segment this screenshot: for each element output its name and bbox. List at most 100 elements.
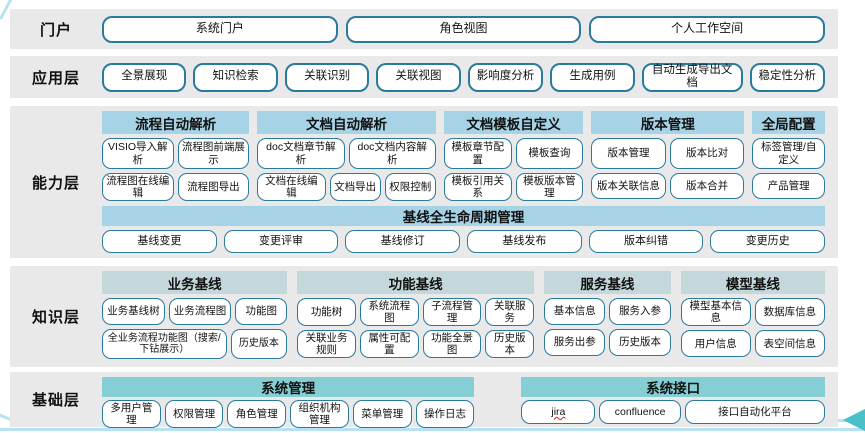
- jira-label: jira: [551, 405, 566, 418]
- layer-label-foundation: 基础层: [31, 392, 80, 409]
- application-buttons: 全景展现 知识检索 关联识别 关联视图 影响度分析 生成用例 自动生成导出文档 …: [102, 56, 838, 98]
- btn-version-compare[interactable]: 版本比对: [669, 138, 745, 169]
- btn-permission-mgmt[interactable]: 权限管理: [164, 400, 224, 429]
- btn-history-version[interactable]: 历史版本: [609, 329, 671, 356]
- group-system-interface: 系统接口 jira confluence 接口自动化平台: [521, 377, 825, 424]
- btn-multi-user-mgmt[interactable]: 多用户管理: [102, 400, 161, 429]
- btn-model-basic-info[interactable]: 模型基本信息: [680, 298, 751, 327]
- btn-template-chapter-config[interactable]: 模板章节配置: [443, 138, 512, 169]
- btn-jira[interactable]: jira: [521, 400, 596, 424]
- btn-relation-identify[interactable]: 关联识别: [284, 62, 370, 92]
- btn-system-portal[interactable]: 系统门户: [102, 15, 338, 43]
- layer-label-application: 应用层: [31, 69, 80, 87]
- btn-user-info[interactable]: 用户信息: [680, 330, 751, 358]
- group-header-function-baseline: 功能基线: [297, 271, 535, 294]
- btn-baseline-release[interactable]: 基线发布: [467, 230, 582, 254]
- bottom-accent-line: [0, 428, 865, 431]
- btn-function-panorama[interactable]: 功能全景图: [422, 330, 482, 359]
- foundation-content: 系统管理 多用户管理 权限管理 角色管理 组织机构管理 菜单管理 操作日志 系统…: [102, 372, 838, 429]
- btn-menu-mgmt[interactable]: 菜单管理: [352, 400, 412, 429]
- btn-version-merge[interactable]: 版本合并: [669, 173, 745, 199]
- btn-related-business-rule[interactable]: 关联业务规则: [297, 330, 356, 359]
- btn-auto-generate-export-doc[interactable]: 自动生成导出文档: [641, 62, 743, 92]
- btn-doc-export[interactable]: 文档导出: [329, 173, 381, 202]
- btn-full-business-flow-map[interactable]: 全业务流程功能图（搜索/下钻展示）: [102, 329, 227, 359]
- group-service-baseline: 服务基线 基本信息 服务入参 服务出参 历史版本: [544, 271, 671, 359]
- btn-template-version-mgmt[interactable]: 模板版本管理: [515, 173, 584, 202]
- knowledge-groups: 业务基线 业务基线树 业务流程图 功能图 全业务流程功能图（搜索/下钻展示） 历…: [102, 271, 825, 359]
- btn-version-mgmt[interactable]: 版本管理: [591, 138, 666, 169]
- btn-template-reference[interactable]: 模板引用关系: [443, 173, 512, 202]
- btn-operation-log[interactable]: 操作日志: [415, 400, 475, 429]
- layer-band-foundation: 基础层 系统管理 多用户管理 权限管理 角色管理 组织机构管理 菜单管理 操作日…: [10, 372, 838, 429]
- btn-version-correction[interactable]: 版本纠错: [588, 230, 704, 254]
- btn-panorama-display[interactable]: 全景展现: [102, 62, 187, 92]
- group-header-doc-template-custom: 文档模板自定义: [443, 111, 584, 134]
- btn-service-input[interactable]: 服务入参: [609, 298, 671, 325]
- btn-doc-chapter-parse[interactable]: doc文档章节解析: [257, 138, 345, 169]
- btn-history-version[interactable]: 历史版本: [485, 330, 535, 359]
- btn-related-service[interactable]: 关联服务: [485, 298, 535, 327]
- btn-change-history[interactable]: 变更历史: [710, 230, 826, 254]
- knowledge-content: 业务基线 业务基线树 业务流程图 功能图 全业务流程功能图（搜索/下钻展示） 历…: [102, 266, 838, 367]
- btn-business-baseline-tree[interactable]: 业务基线树: [102, 298, 165, 325]
- btn-relation-view[interactable]: 关联视图: [376, 62, 461, 92]
- btn-permission-control[interactable]: 权限控制: [384, 173, 436, 202]
- layer-band-portal: 门户 系统门户 角色视图 个人工作空间: [10, 9, 838, 49]
- group-header-version-mgmt: 版本管理: [591, 111, 745, 134]
- group-doc-template-custom: 文档模板自定义 模板章节配置 模板查询 模板引用关系 模板版本管理: [443, 111, 584, 202]
- group-header-baseline-lifecycle: 基线全生命周期管理: [102, 206, 825, 227]
- layer-band-knowledge: 知识层 业务基线 业务基线树 业务流程图 功能图 全业务流程功能图（搜索/下钻展…: [10, 266, 838, 367]
- group-system-mgmt: 系统管理 多用户管理 权限管理 角色管理 组织机构管理 菜单管理 操作日志: [102, 377, 475, 429]
- group-header-business-baseline: 业务基线: [102, 271, 288, 294]
- btn-visio-import-parse[interactable]: VISIO导入解析: [102, 138, 174, 169]
- group-header-global-config: 全局配置: [752, 111, 826, 134]
- btn-baseline-revise[interactable]: 基线修订: [345, 230, 461, 254]
- layer-band-capability: 能力层 流程自动解析 VISIO导入解析 流程图前端展示 流程图在线编辑 流程图…: [10, 106, 838, 258]
- btn-doc-online-edit[interactable]: 文档在线编辑: [257, 173, 326, 202]
- btn-flowchart-export[interactable]: 流程图导出: [177, 173, 250, 202]
- btn-attr-configurable[interactable]: 属性可配置: [359, 330, 419, 359]
- group-function-baseline: 功能基线 功能树 系统流程图 子流程管理 关联服务 关联业务规则 属性可配置 功…: [297, 271, 535, 359]
- btn-basic-info[interactable]: 基本信息: [544, 298, 606, 325]
- btn-flowchart-online-edit[interactable]: 流程图在线编辑: [102, 173, 174, 202]
- btn-api-automation-platform[interactable]: 接口自动化平台: [684, 400, 825, 424]
- btn-service-output[interactable]: 服务出参: [544, 329, 606, 356]
- btn-subflow-mgmt[interactable]: 子流程管理: [422, 298, 482, 327]
- btn-tablespace-info[interactable]: 表空间信息: [754, 330, 825, 358]
- btn-database-info[interactable]: 数据库信息: [754, 298, 825, 327]
- btn-system-flowchart[interactable]: 系统流程图: [359, 298, 419, 327]
- group-process-auto-parsing: 流程自动解析 VISIO导入解析 流程图前端展示 流程图在线编辑 流程图导出: [102, 111, 250, 202]
- btn-role-view[interactable]: 角色视图: [345, 15, 582, 43]
- btn-version-relation-info[interactable]: 版本关联信息: [591, 173, 666, 199]
- btn-impact-analysis[interactable]: 影响度分析: [467, 62, 544, 92]
- btn-function-diagram[interactable]: 功能图: [235, 298, 288, 325]
- group-doc-auto-parsing: 文档自动解析 doc文档章节解析 doc文档内容解析 文档在线编辑 文档导出 权…: [257, 111, 436, 202]
- btn-history-version[interactable]: 历史版本: [230, 329, 288, 359]
- btn-product-mgmt[interactable]: 产品管理: [752, 173, 826, 199]
- layer-label-capability: 能力层: [31, 174, 80, 192]
- btn-change-review[interactable]: 变更评审: [223, 230, 339, 254]
- btn-tag-mgmt-custom[interactable]: 标签管理/自定义: [752, 138, 826, 169]
- capability-content: 流程自动解析 VISIO导入解析 流程图前端展示 流程图在线编辑 流程图导出 文…: [102, 106, 838, 258]
- btn-role-mgmt[interactable]: 角色管理: [227, 400, 287, 429]
- btn-baseline-change[interactable]: 基线变更: [102, 230, 217, 254]
- btn-doc-content-parse[interactable]: doc文档内容解析: [348, 138, 436, 169]
- btn-flowchart-front-display[interactable]: 流程图前端展示: [177, 138, 250, 169]
- btn-stability-analysis[interactable]: 稳定性分析: [749, 62, 825, 92]
- btn-generate-usecase[interactable]: 生成用例: [550, 62, 635, 92]
- layer-band-application: 应用层 全景展现 知识检索 关联识别 关联视图 影响度分析 生成用例 自动生成导…: [10, 56, 838, 98]
- portal-buttons: 系统门户 角色视图 个人工作空间: [102, 9, 838, 49]
- left-arrow-icon: [843, 409, 865, 431]
- btn-knowledge-search[interactable]: 知识检索: [193, 62, 278, 92]
- btn-confluence[interactable]: confluence: [599, 400, 681, 424]
- btn-org-mgmt[interactable]: 组织机构管理: [290, 400, 349, 429]
- btn-function-tree[interactable]: 功能树: [297, 298, 356, 327]
- btn-template-query[interactable]: 模板查询: [515, 138, 584, 169]
- group-global-config: 全局配置 标签管理/自定义 产品管理: [752, 111, 826, 201]
- btn-business-flowchart[interactable]: 业务流程图: [168, 298, 232, 325]
- group-header-system-mgmt: 系统管理: [102, 377, 475, 397]
- group-header-doc-auto-parsing: 文档自动解析: [257, 111, 436, 134]
- btn-personal-workspace[interactable]: 个人工作空间: [589, 15, 826, 43]
